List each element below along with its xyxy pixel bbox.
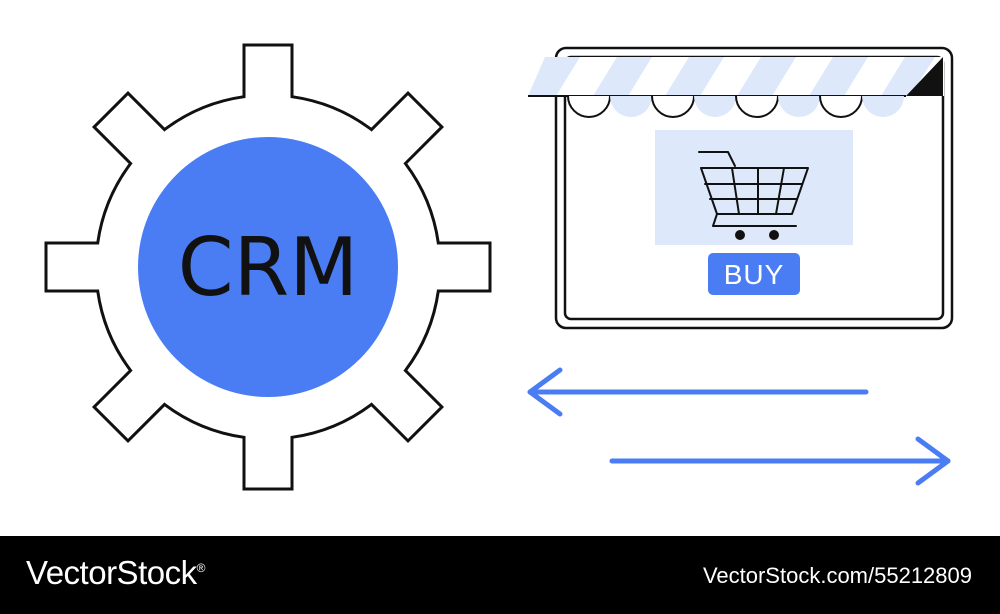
crm-badge: [138, 137, 398, 397]
brand-logo: VectorStock®: [26, 554, 205, 592]
registered-mark: ®: [196, 561, 206, 575]
awning: [528, 57, 944, 118]
buy-button-label: BUY: [724, 259, 785, 290]
brand-name: VectorStock: [26, 554, 197, 591]
storefront-icon: BUY: [528, 46, 954, 330]
shopping-cart-icon: [698, 151, 809, 240]
footer-bar: VectorStock® VectorStock.com/55212809: [0, 536, 1000, 614]
gear-icon: CRM: [44, 43, 492, 491]
stock-url: VectorStock.com/55212809: [702, 563, 972, 588]
crm-label: CRM: [178, 221, 358, 314]
product-panel: [655, 130, 853, 245]
arrow-left-icon: [527, 367, 869, 417]
buy-button[interactable]: BUY: [708, 253, 800, 295]
arrow-right-icon: [609, 436, 951, 486]
illustration: CRM: [44, 43, 954, 491]
illustration-canvas: CRM: [44, 43, 954, 491]
